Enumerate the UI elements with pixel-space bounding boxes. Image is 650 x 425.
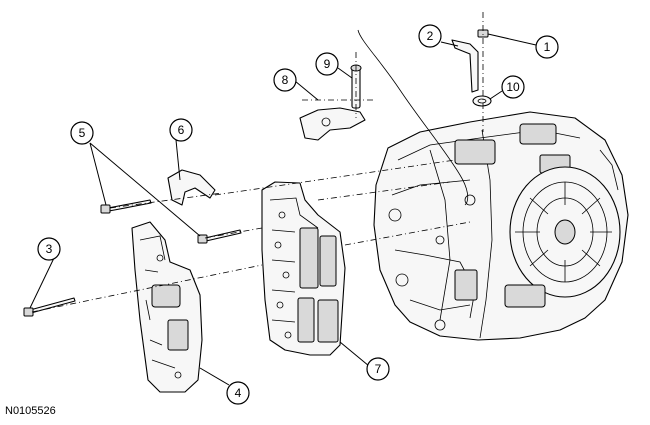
callout-10-label: 10 [506, 80, 520, 94]
callout-4-label: 4 [235, 386, 242, 400]
exploded-view-lines [31, 12, 484, 313]
callout-8-label: 8 [282, 73, 289, 87]
callout-5-label: 5 [79, 126, 86, 140]
transmission-case [373, 111, 629, 341]
valve-body [261, 181, 346, 356]
wire-harness [357, 29, 469, 206]
callout-1: 1 [535, 35, 559, 59]
callout-10: 10 [501, 75, 525, 99]
callout-1-label: 1 [544, 40, 551, 54]
bracket [167, 169, 216, 206]
separator-plate [131, 221, 203, 393]
callout-3-label: 3 [46, 242, 53, 256]
bolts [23, 199, 242, 317]
callout-7: 7 [366, 357, 390, 381]
callout-7-label: 7 [375, 362, 382, 376]
figure-id: N0105526 [5, 405, 56, 417]
callout-5: 5 [70, 121, 94, 145]
callout-4: 4 [226, 381, 250, 405]
manual-lever-assembly [299, 64, 366, 141]
callout-3: 3 [37, 237, 61, 261]
callout-6-label: 6 [178, 123, 185, 137]
callout-2: 2 [418, 24, 442, 48]
callout-9-label: 9 [324, 57, 331, 71]
upper-bolt-assembly [451, 29, 492, 107]
leader-lines [29, 33, 537, 386]
callout-9: 9 [315, 52, 339, 76]
callout-8: 8 [273, 68, 297, 92]
callout-6: 6 [169, 118, 193, 142]
callout-2-label: 2 [427, 29, 434, 43]
